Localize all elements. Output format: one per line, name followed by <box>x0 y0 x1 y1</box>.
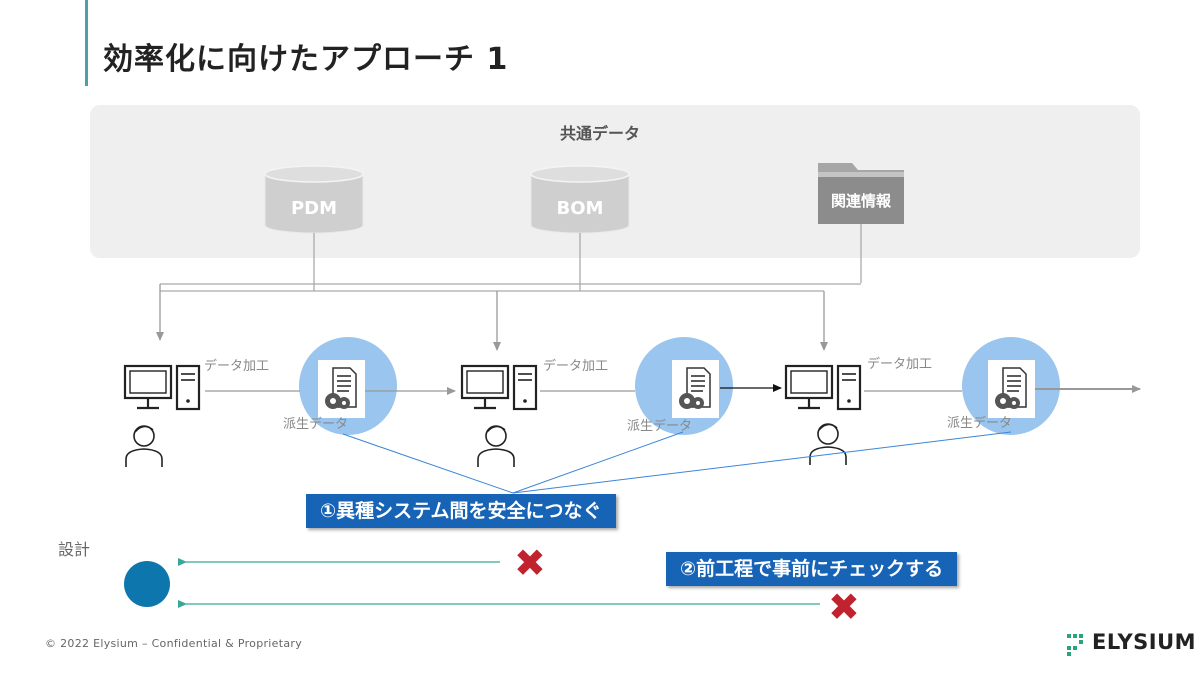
process-label-3: データ加工 <box>867 357 933 372</box>
process-label-1: データ加工 <box>204 359 270 374</box>
derived-label-1: 派生データ <box>283 417 349 432</box>
design-stage-dot <box>124 561 170 607</box>
x-mark-icon-2: ✖ <box>828 585 860 629</box>
page-title: 効率化に向けたアプローチ 1 <box>103 42 509 77</box>
x-mark-icon-1: ✖ <box>514 541 546 585</box>
person-icon-2 <box>477 425 515 467</box>
common-data-label: 共通データ <box>559 124 640 143</box>
process-label-2: データ加工 <box>543 359 609 374</box>
title-accent-bar <box>85 0 88 86</box>
callout-precheck: ②前工程で事前にチェックする <box>666 552 958 586</box>
workstation-computer-icon-2 <box>460 364 538 411</box>
derived-data-document-icon-3 <box>988 360 1035 418</box>
workstation-computer-icon-3 <box>784 364 862 411</box>
pdm-label: PDM <box>290 198 338 219</box>
person-icon-1 <box>125 425 163 467</box>
derived-data-document-icon-2 <box>672 360 719 418</box>
callout-connect-systems: ①異種システム間を安全につなぐ <box>306 494 616 528</box>
person-icon-3 <box>809 423 847 465</box>
pdm-database-icon <box>264 165 364 234</box>
design-label: 設計 <box>58 540 91 559</box>
bom-database-icon <box>530 165 630 234</box>
elysium-logo-icon <box>1067 634 1083 656</box>
derived-label-3: 派生データ <box>947 416 1013 431</box>
related-info-folder-icon <box>818 163 904 224</box>
derived-label-2: 派生データ <box>627 419 693 434</box>
bom-label: BOM <box>556 198 604 219</box>
workstation-computer-icon-1 <box>123 364 201 411</box>
related-info-label: 関連情報 <box>830 192 891 210</box>
derived-data-document-icon-1 <box>318 360 365 418</box>
copyright-footer: © 2022 Elysium – Confidential & Propriet… <box>45 637 303 650</box>
elysium-logo-text: ELYSIUM <box>1092 630 1197 654</box>
